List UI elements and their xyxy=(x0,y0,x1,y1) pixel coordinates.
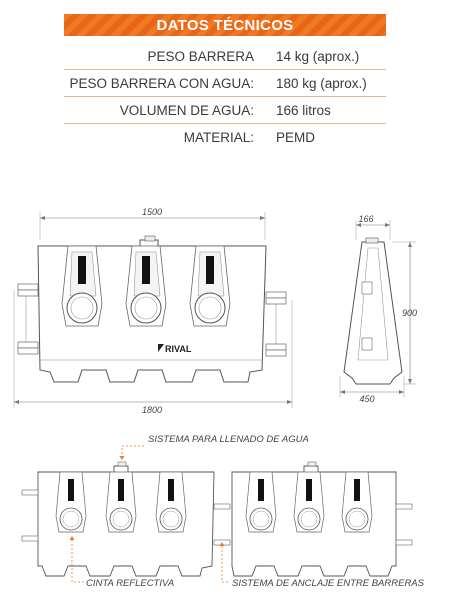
connected-barriers-drawing: SISTEMA PARA LLENADO DE AGUA CINTA REFLE… xyxy=(21,434,425,589)
spec-value: 14 kg (aprox.) xyxy=(276,48,360,64)
spec-label: PESO BARRERA CON AGUA: xyxy=(69,75,254,91)
dim-side-top: 166 xyxy=(358,214,373,224)
tech-data-banner: DATOS TÉCNICOS xyxy=(64,14,386,36)
tech-data-title: DATOS TÉCNICOS xyxy=(156,16,294,34)
annotation-filling: SISTEMA PARA LLENADO DE AGUA xyxy=(119,434,309,460)
spec-label: PESO BARRERA xyxy=(147,48,254,64)
side-view-drawing: 166 900 450 xyxy=(339,214,417,404)
annotation-anchoring-text: SISTEMA DE ANCLAJE ENTRE BARRERAS xyxy=(232,578,425,589)
rival-logo: RIVAL xyxy=(158,344,192,354)
annotation-reflective-text: CINTA REFLECTIVA xyxy=(86,578,174,589)
annotation-reflective: CINTA REFLECTIVA xyxy=(69,536,174,589)
dim-side-base: 450 xyxy=(359,394,374,404)
spec-row: VOLUMEN DE AGUA: 166 litros xyxy=(64,97,386,124)
spec-value: 180 kg (aprox.) xyxy=(276,75,367,91)
spec-label: MATERIAL: xyxy=(183,129,254,145)
spec-label: VOLUMEN DE AGUA: xyxy=(119,102,254,118)
spec-value: PEMD xyxy=(276,129,316,145)
dim-bottom-width: 1800 xyxy=(142,405,162,415)
specs-table: PESO BARRERA 14 kg (aprox.) PESO BARRERA… xyxy=(64,43,386,150)
spec-row: PESO BARRERA 14 kg (aprox.) xyxy=(64,43,386,70)
annotation-anchoring: SISTEMA DE ANCLAJE ENTRE BARRERAS xyxy=(219,542,425,589)
spec-row: PESO BARRERA CON AGUA: 180 kg (aprox.) xyxy=(64,70,386,97)
spec-value: 166 litros xyxy=(276,102,331,118)
front-view-drawing: 1500 RIVAL 1800 xyxy=(13,207,293,415)
dim-side-height: 900 xyxy=(402,308,417,318)
dim-top-width: 1500 xyxy=(142,207,162,217)
annotation-filling-text: SISTEMA PARA LLENADO DE AGUA xyxy=(148,434,309,445)
rival-logo-text: RIVAL xyxy=(165,344,192,354)
spec-row: MATERIAL: PEMD xyxy=(64,124,386,150)
